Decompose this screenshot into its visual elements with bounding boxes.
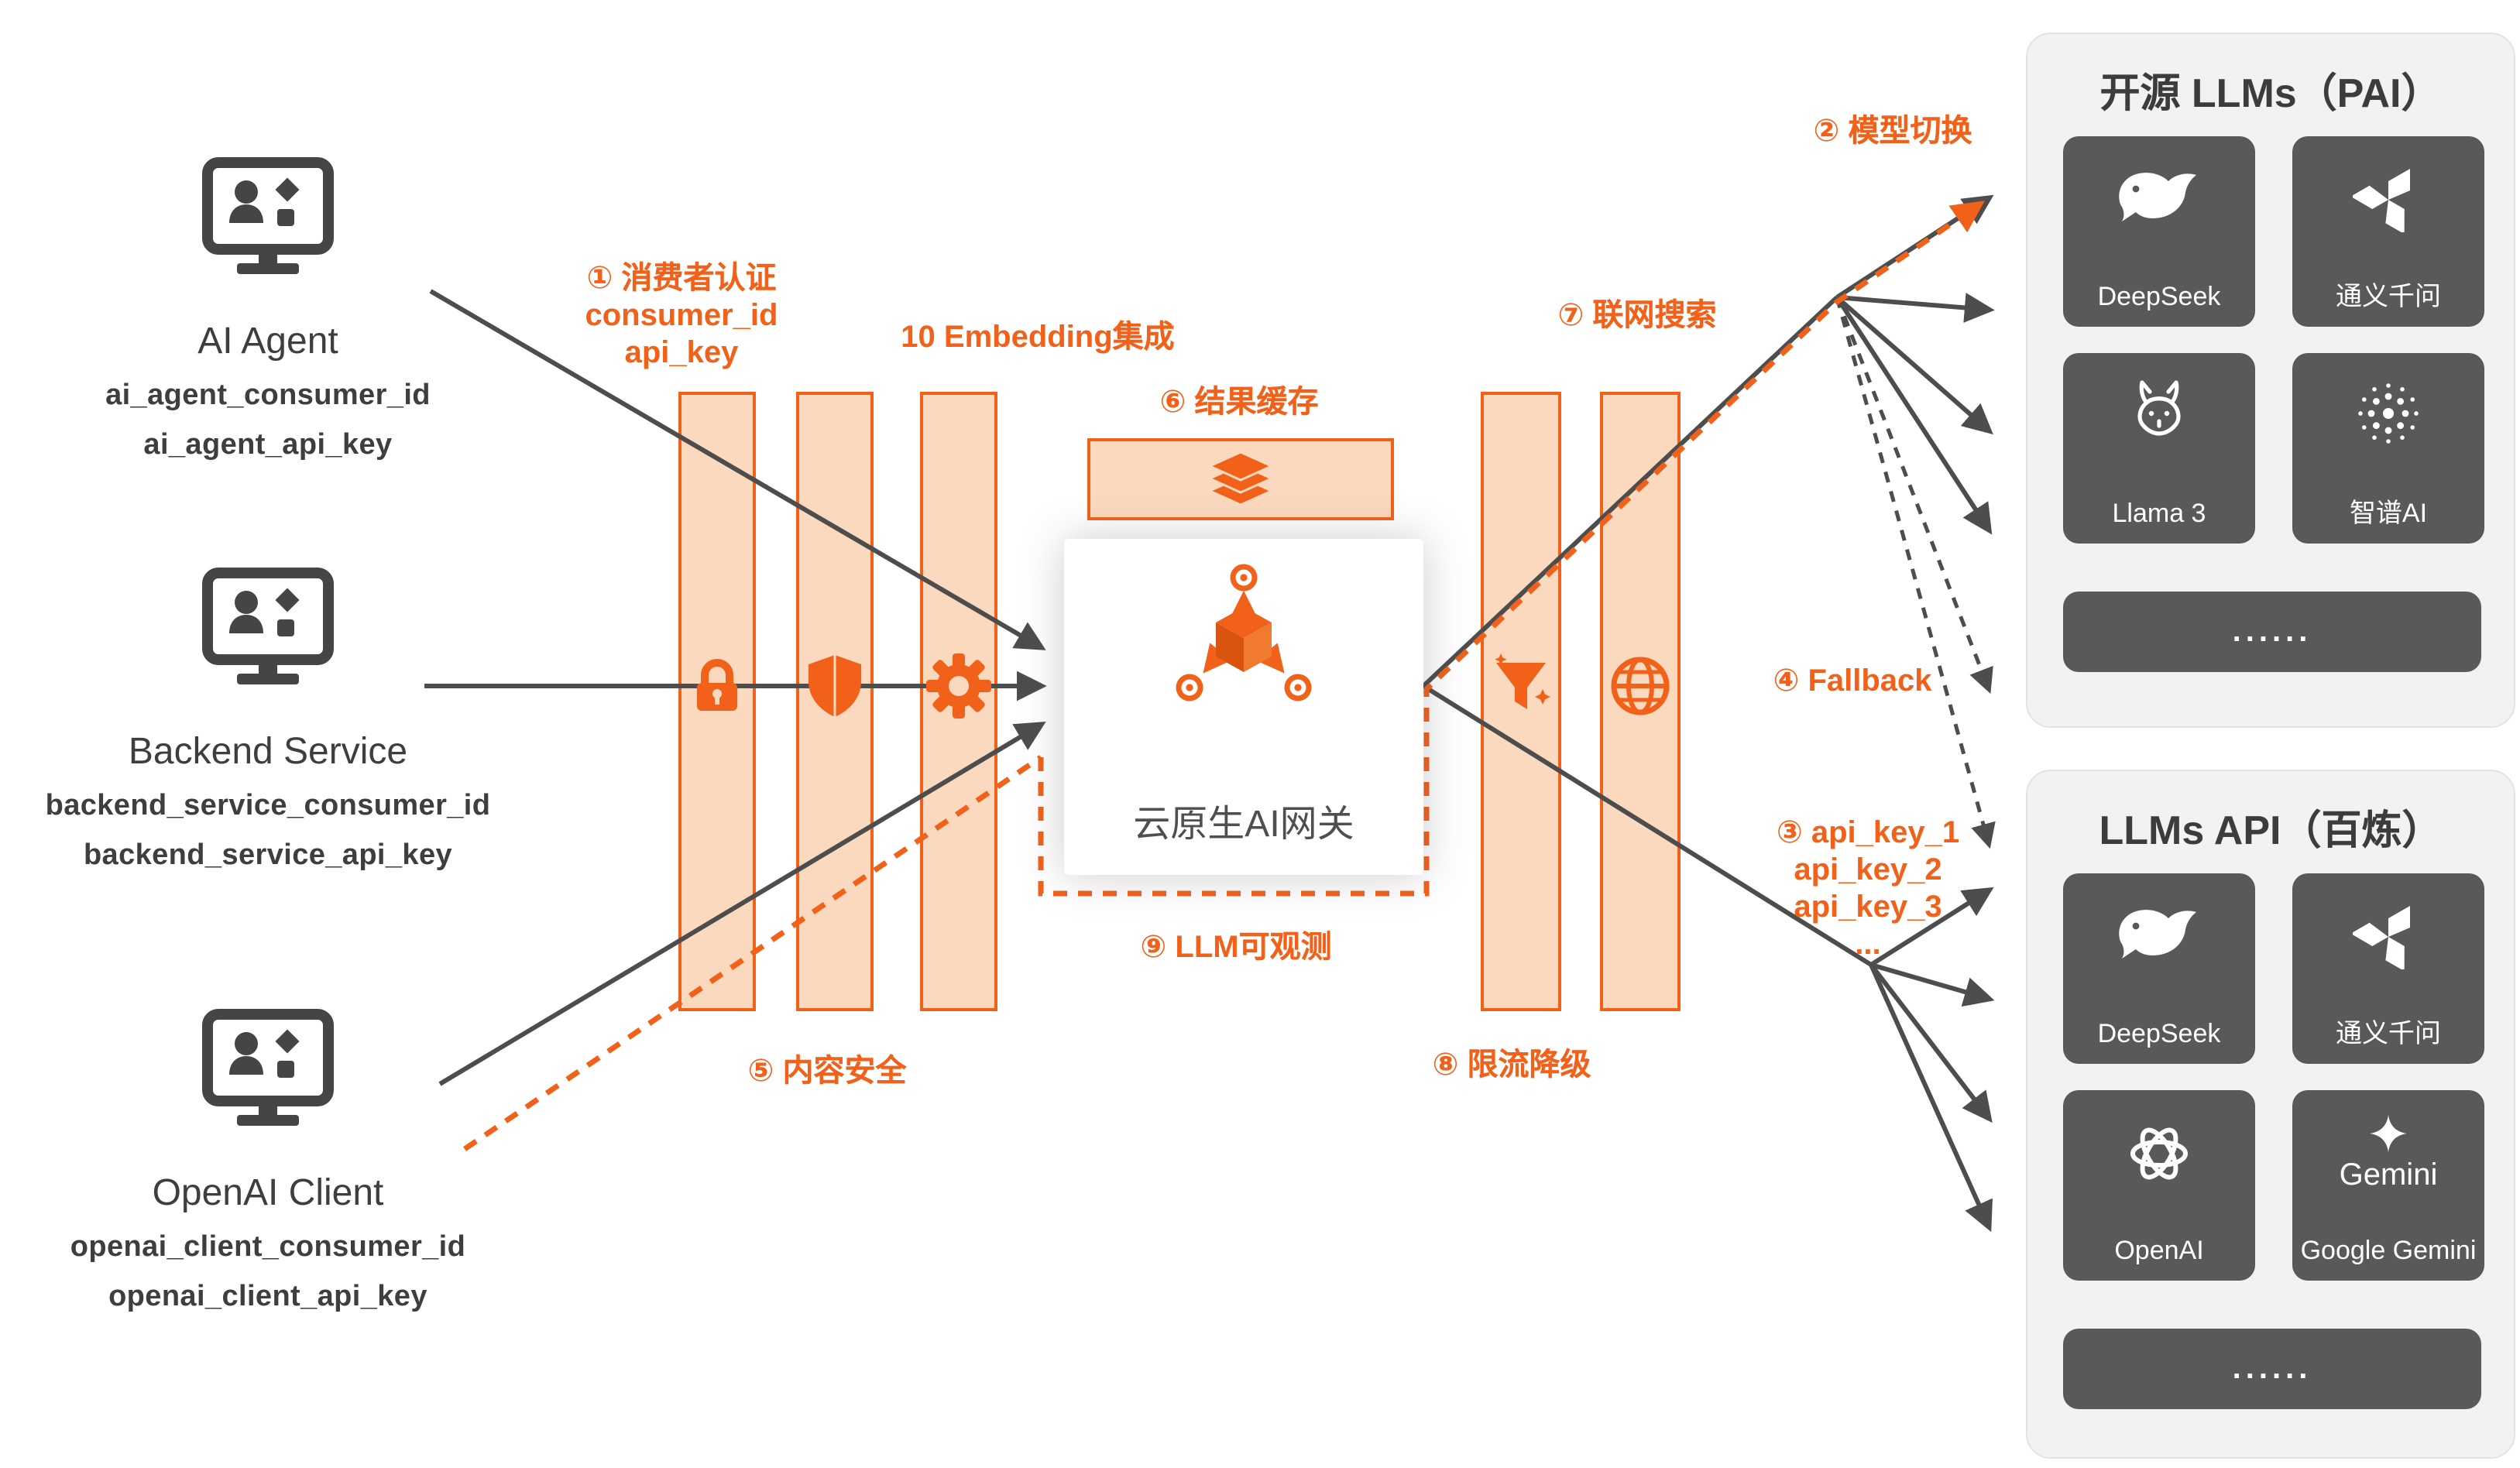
tile-label: 通义千问 xyxy=(2336,1019,2441,1048)
fallback-dashed-arrows xyxy=(1835,297,1996,849)
tongyi-icon xyxy=(2292,898,2484,969)
shield-icon xyxy=(799,650,870,722)
tile-label: DeepSeek xyxy=(2097,282,2221,311)
tile-deepseek: DeepSeek xyxy=(2063,136,2255,327)
tile-label: DeepSeek xyxy=(2097,1019,2221,1048)
api-key-text: backend_service_api_key xyxy=(83,839,453,872)
client-name: OpenAI Client xyxy=(152,1172,384,1214)
gear-icon xyxy=(923,650,994,722)
orange-flow-path xyxy=(463,201,1985,1151)
gateway-title: 云原生AI网关 xyxy=(1133,804,1354,845)
tile-label: 通义千问 xyxy=(2336,282,2441,311)
tile-label: Llama 3 xyxy=(2112,499,2206,528)
client-name: Backend Service xyxy=(128,731,408,773)
monitor-icon xyxy=(202,157,334,274)
gateway-icon xyxy=(1176,564,1312,701)
panel-llms-api: LLMs API（百炼） DeepSeek 通义千问 xyxy=(2026,770,2515,1459)
deepseek-whale-icon xyxy=(2063,161,2255,232)
globe-icon xyxy=(1605,650,1676,722)
zhipu-icon xyxy=(2292,378,2484,449)
label-api-key-more: ... xyxy=(1855,928,1881,962)
label-result-cache: ⑥ 结果缓存 xyxy=(1159,386,1319,420)
label-api-keys: ③ api_key_1 api_key_2 api_key_3 ... xyxy=(1713,815,2023,963)
label-consumer-auth-key: api_key xyxy=(624,336,739,370)
label-api-key-3: api_key_3 xyxy=(1794,890,1942,924)
client-openai-client: OpenAI Client openai_client_consumer_id … xyxy=(12,999,524,1315)
label-consumer-auth-id: consumer_id xyxy=(585,299,778,333)
fanout-arrows-bottom xyxy=(1869,887,1995,1233)
gateway-output-lines xyxy=(1421,295,1873,967)
tile-more: ...... xyxy=(2063,1329,2481,1409)
client-ai-agent: AI Agent ai_agent_consumer_id ai_agent_a… xyxy=(12,147,524,463)
gemini-sparkle-icon xyxy=(2292,1115,2484,1152)
label-embedding: 10 Embedding集成 xyxy=(901,321,1175,355)
label-fallback: ④ Fallback xyxy=(1773,664,1932,698)
tile-openai: OpenAI xyxy=(2063,1090,2255,1281)
consumer-id-text: ai_agent_consumer_id xyxy=(105,379,431,412)
consumer-id-text: backend_service_consumer_id xyxy=(45,790,491,822)
api-key-text: openai_client_api_key xyxy=(108,1281,427,1313)
consumer-id-text: openai_client_consumer_id xyxy=(70,1231,466,1264)
panel-title: LLMs API（百炼） xyxy=(2099,807,2443,853)
fanout-arrows-top xyxy=(1835,194,1995,535)
tile-llama3: Llama 3 xyxy=(2063,353,2255,544)
label-rate-limit: ⑧ 限流降级 xyxy=(1432,1048,1591,1082)
label-web-search: ⑦ 联网搜索 xyxy=(1557,299,1717,333)
panel-title: 开源 LLMs（PAI） xyxy=(2099,70,2442,116)
tile-label: OpenAI xyxy=(2114,1236,2204,1265)
result-cache-box xyxy=(1087,438,1394,520)
tongyi-icon xyxy=(2292,161,2484,232)
client-backend-service: Backend Service backend_service_consumer… xyxy=(12,557,524,873)
label-llm-observability: ⑨ LLM可观测 xyxy=(1140,931,1332,965)
monitor-icon xyxy=(202,1009,334,1126)
deepseek-whale-icon xyxy=(2063,898,2255,969)
tile-label: Google Gemini xyxy=(2300,1236,2477,1265)
tile-gemini: Gemini Google Gemini xyxy=(2292,1090,2484,1281)
label-model-switch: ② 模型切换 xyxy=(1813,115,1972,149)
tile-zhipu: 智谱AI xyxy=(2292,353,2484,544)
tile-label: 智谱AI xyxy=(2349,499,2428,528)
gemini-wordmark: Gemini xyxy=(2339,1158,2438,1192)
label-api-key-2: api_key_2 xyxy=(1794,853,1942,887)
panel-open-source-llms: 开源 LLMs（PAI） DeepSeek 通义千问 xyxy=(2026,33,2515,728)
llama-icon xyxy=(2063,378,2255,449)
label-content-safety: ⑤ 内容安全 xyxy=(747,1055,907,1089)
funnel-icon xyxy=(1485,650,1557,722)
client-name: AI Agent xyxy=(197,321,338,362)
tile-deepseek: DeepSeek xyxy=(2063,873,2255,1064)
layers-icon xyxy=(1207,450,1275,506)
lock-icon xyxy=(681,650,753,722)
openai-icon xyxy=(2063,1115,2255,1192)
monitor-icon xyxy=(202,568,334,684)
label-api-key-1: ③ api_key_1 xyxy=(1776,816,1960,850)
tile-tongyi: 通义千问 xyxy=(2292,873,2484,1064)
tile-more: ...... xyxy=(2063,592,2481,672)
label-consumer-auth-title: ① 消费者认证 xyxy=(586,262,777,296)
api-key-text: ai_agent_api_key xyxy=(143,429,393,461)
tile-tongyi: 通义千问 xyxy=(2292,136,2484,327)
gateway-card: 云原生AI网关 xyxy=(1064,539,1423,875)
label-consumer-auth: ① 消费者认证 consumer_id api_key xyxy=(511,260,852,372)
